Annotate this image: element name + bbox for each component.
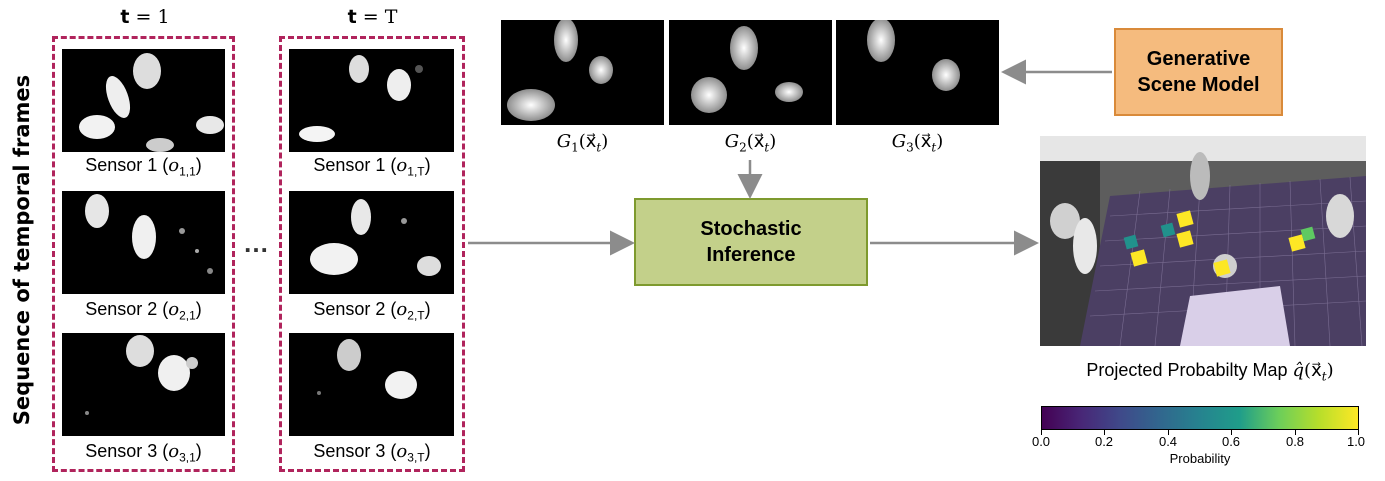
colorbar-label: Probability	[1169, 451, 1231, 466]
generated-image-3	[836, 20, 999, 125]
colorbar-tick-5: 1.0	[1346, 434, 1366, 449]
caption-sensor3-tT: Sensor 3 (o3,T)	[313, 441, 431, 465]
depth-frame-sensor3-t1	[62, 333, 225, 436]
depth-frame-sensor3-tT	[289, 333, 454, 436]
frame-group-tT: Sensor 1 (o1,T) Sensor 2 (o2,T) Sensor 3…	[279, 36, 465, 472]
colorbar-tick-2: 0.4	[1158, 434, 1178, 449]
colorbar-tick-4: 0.8	[1285, 434, 1305, 449]
caption-sensor2-tT: Sensor 2 (o2,T)	[313, 299, 431, 323]
ellipsis: …	[243, 228, 270, 258]
colorbar-tick-1: 0.2	[1094, 434, 1114, 449]
colorbar-tick-0: 0.0	[1031, 434, 1051, 449]
caption-sensor2-t1: Sensor 2 (o2,1)	[85, 299, 202, 323]
depth-frame-sensor2-tT	[289, 191, 454, 294]
depth-frame-sensor2-t1	[62, 191, 225, 294]
depth-frame-sensor1-tT	[289, 49, 454, 152]
generated-caption-3: G3(x⃗t)	[891, 131, 944, 155]
caption-sensor1-t1: Sensor 1 (o1,1)	[85, 155, 202, 179]
caption-sensor3-t1: Sensor 3 (o3,1)	[85, 441, 202, 465]
colorbar	[1041, 406, 1359, 430]
column-heading-tT: t = T	[347, 6, 398, 28]
generated-caption-2: G2(x⃗t)	[724, 131, 777, 155]
generated-image-1	[501, 20, 664, 125]
column-heading-t1: t = 1	[120, 6, 170, 28]
colorbar-tick-3: 0.6	[1221, 434, 1241, 449]
map-caption: Projected Probabilty Map q̂(x⃗t)	[1086, 360, 1334, 384]
depth-frame-sensor1-t1	[62, 49, 225, 152]
caption-sensor1-tT: Sensor 1 (o1,T)	[313, 155, 431, 179]
generated-image-2	[669, 20, 832, 125]
frame-group-t1: Sensor 1 (o1,1) Sensor 2 (o2,1) Sensor 3…	[52, 36, 235, 472]
generated-caption-1: G1(x⃗t)	[556, 131, 609, 155]
probability-map-image	[1040, 136, 1366, 346]
